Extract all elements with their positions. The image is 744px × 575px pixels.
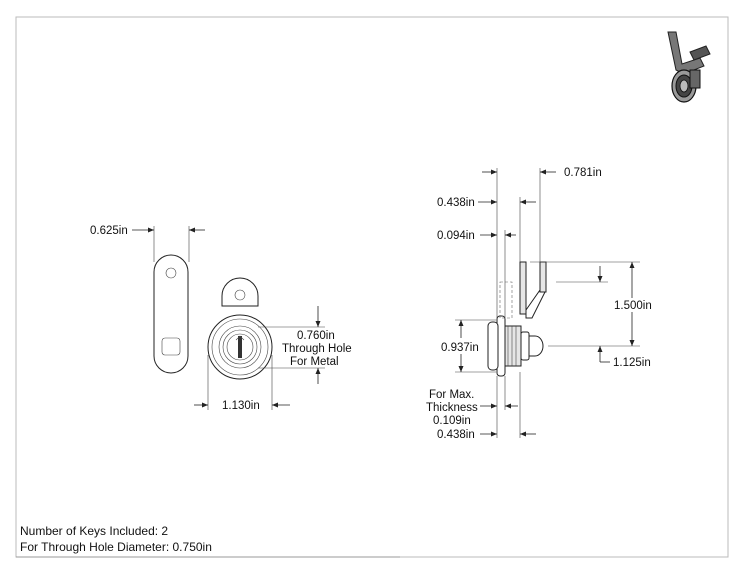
bottom-offset-dimension [480, 431, 536, 437]
plug-offset-dimension [556, 266, 610, 363]
tab-width-dimension [132, 226, 205, 262]
top-offset-dimension [478, 199, 536, 205]
side-extension-lines [496, 168, 541, 438]
hole-dimension [258, 306, 325, 384]
sheet-border [15, 16, 729, 558]
cam-tab-front-view [153, 254, 189, 374]
plug-offset-label: 1.125in [613, 357, 651, 369]
max-thickness-label-2: Thickness [426, 402, 478, 414]
max-thickness-dimension [480, 403, 518, 409]
bottom-offset-label: 0.438in [437, 429, 475, 441]
top-offset-label: 0.438in [437, 197, 475, 209]
cam-height-dimension [530, 261, 640, 347]
hole-diameter-label: 0.760in [297, 330, 335, 342]
body-width-dimension [194, 355, 290, 410]
hole-through-label: Through Hole [282, 343, 352, 355]
cam-lock-thumbnail-icon [667, 31, 711, 103]
top-cam-dimension [482, 169, 556, 175]
body-height-label: 0.937in [441, 342, 479, 354]
hole-note: For Through Hole Diameter: 0.750in [20, 540, 212, 554]
cam-thickness-label: 0.094in [437, 230, 475, 242]
top-cam-label: 0.781in [564, 167, 602, 179]
body-height-dimension [455, 319, 496, 373]
body-width-label: 1.130in [222, 400, 260, 412]
tab-width-label: 0.625in [90, 225, 128, 237]
keys-note: Number of Keys Included: 2 [20, 524, 169, 538]
cam-height-label: 1.500in [614, 300, 652, 312]
cam-thickness-dimension [480, 232, 516, 238]
lock-side-view [487, 261, 547, 377]
lock-front-view [207, 277, 273, 380]
max-thickness-label-1: For Max. [429, 389, 474, 401]
max-thickness-label-3: 0.109in [433, 415, 471, 427]
hole-metal-label: For Metal [290, 356, 339, 368]
